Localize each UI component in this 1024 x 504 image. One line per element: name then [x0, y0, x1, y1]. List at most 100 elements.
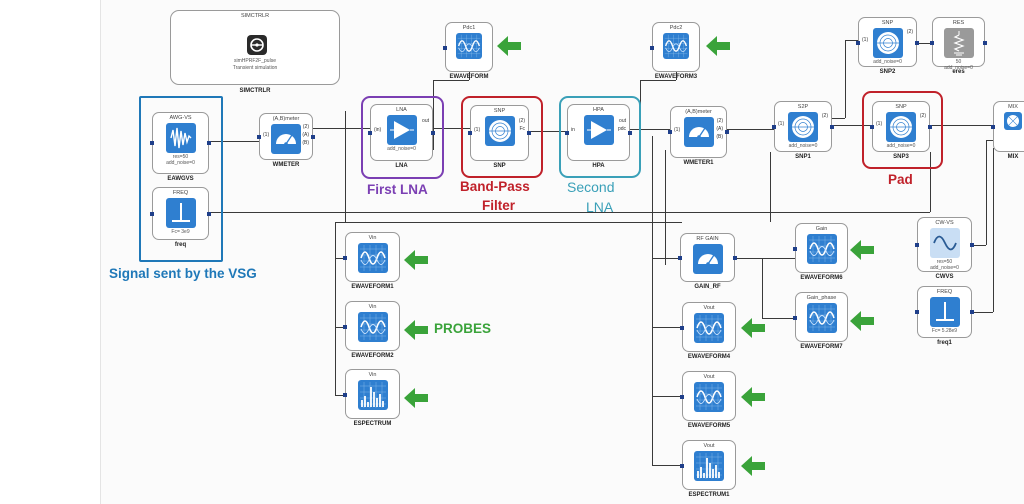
lna-input-pin[interactable] [368, 131, 372, 135]
wire-segment [652, 258, 680, 259]
gainrf-input-pin[interactable] [678, 256, 682, 260]
snp-output-pin[interactable] [527, 131, 531, 135]
snp3-output-pin[interactable] [928, 125, 932, 129]
snp2-input-pin[interactable] [856, 41, 860, 45]
second-lna-annotation-line1: Second [567, 179, 615, 195]
wire-segment [652, 136, 653, 465]
eres-input-pin[interactable] [930, 41, 934, 45]
wire-segment [832, 118, 845, 119]
gain-block[interactable]: Gain [793, 223, 848, 273]
mix-block[interactable]: MIX [991, 101, 1024, 152]
snp-name: SNP [493, 163, 506, 169]
bpf-annotation-line2: Filter [482, 198, 516, 213]
gainphase-input-pin[interactable] [793, 316, 797, 320]
vin2-input-pin[interactable] [343, 325, 347, 329]
freq-header: FREQ [172, 190, 189, 196]
vout1-input-pin[interactable] [680, 326, 684, 330]
wire-segment [972, 245, 986, 246]
simctrlr-block[interactable]: SIMCTRLR simHPRF2F_pulse Transient simul… [170, 10, 340, 85]
wire-segment [762, 258, 763, 318]
pdc1-input-pin[interactable] [443, 46, 447, 50]
snp-block[interactable]: SNP(1)(2)Fc [468, 105, 531, 161]
freq-output-pin[interactable] [207, 212, 211, 216]
snp-input-pin[interactable] [468, 131, 472, 135]
green-arrow-icon [404, 250, 428, 270]
vout2-input-pin[interactable] [680, 395, 684, 399]
snp3-input-pin[interactable] [870, 125, 874, 129]
vout1-block[interactable]: Vout [680, 302, 736, 352]
eawgvs-input-pin[interactable] [150, 141, 154, 145]
s2p-output-pin[interactable] [830, 125, 834, 129]
wire-segment [209, 141, 259, 142]
vout3-block[interactable]: Vout [680, 440, 736, 490]
pdc1-block[interactable]: Pdc1 [443, 22, 493, 72]
gainrf-block[interactable]: RF GAIN [678, 233, 737, 282]
freq-input-pin[interactable] [150, 212, 154, 216]
gain-input-pin[interactable] [793, 247, 797, 251]
freq1-input-pin[interactable] [915, 310, 919, 314]
mix-input-pin[interactable] [991, 125, 995, 129]
waveform-probe-icon [663, 33, 689, 59]
snp2-output-pin[interactable] [915, 41, 919, 45]
gainrf-output-pin[interactable] [733, 256, 737, 260]
bpf-annotation-line1: Band-Pass [460, 179, 530, 194]
probes-annotation: PROBES [434, 321, 492, 336]
vin1-block[interactable]: Vin [343, 232, 400, 282]
vin3-block[interactable]: Vin [343, 369, 400, 419]
wire-segment [652, 465, 682, 466]
freq-name: freq [174, 242, 187, 248]
wmeter-port-label: (A) [302, 132, 309, 138]
wmeter1-port-label: (A) [716, 126, 723, 132]
pdc2-input-pin[interactable] [650, 46, 654, 50]
cwvs-output-pin[interactable] [970, 243, 974, 247]
second-lna-highlight-box [559, 96, 641, 178]
gainphase-block[interactable]: Gain_phase [793, 292, 848, 342]
wire-segment [345, 111, 346, 212]
hpa-input-pin[interactable] [565, 131, 569, 135]
s2p-input-pin[interactable] [772, 125, 776, 129]
wmeter-block[interactable]: (A,B)meter(1)(2)(A)(B) [257, 113, 315, 160]
eres-output-pin[interactable] [983, 41, 987, 45]
wmeter1-block[interactable]: (A,B)meter(1)(2)(A)(B) [668, 106, 729, 158]
pdc2-block[interactable]: Pdc2 [650, 22, 700, 72]
snp3-name: SNP3 [893, 154, 909, 160]
wire-segment [986, 140, 987, 245]
wire-segment [832, 125, 872, 126]
hpa-name: HPA [592, 163, 605, 169]
wire-segment [845, 40, 858, 41]
wire-segment [735, 258, 795, 259]
lna-output-pin[interactable] [431, 131, 435, 135]
wire-segment [313, 128, 370, 129]
wmeter1-output-pin[interactable] [725, 130, 729, 134]
vout3-input-pin[interactable] [680, 464, 684, 468]
vin3-input-pin[interactable] [343, 393, 347, 397]
left-margin [0, 0, 100, 504]
vin2-block[interactable]: Vin [343, 301, 400, 351]
waveform-probe-icon [357, 243, 388, 273]
wmeter-input-pin[interactable] [257, 135, 261, 139]
vout2-block[interactable]: Vout [680, 371, 736, 421]
hpa-output-pin[interactable] [628, 131, 632, 135]
freq1-output-pin[interactable] [970, 310, 974, 314]
wmeter-output-pin[interactable] [311, 135, 315, 139]
cwvs-input-pin[interactable] [915, 243, 919, 247]
pad-highlight-box [862, 91, 943, 169]
green-arrow-icon [497, 36, 521, 56]
eawgvs-param: add_noise=0 [166, 160, 195, 166]
eawgvs-output-pin[interactable] [207, 141, 211, 145]
snp3-port-label: (2) [919, 113, 926, 119]
gain-meter-icon [692, 244, 723, 274]
wmeter1-input-pin[interactable] [668, 130, 672, 134]
vin1-input-pin[interactable] [343, 256, 347, 260]
